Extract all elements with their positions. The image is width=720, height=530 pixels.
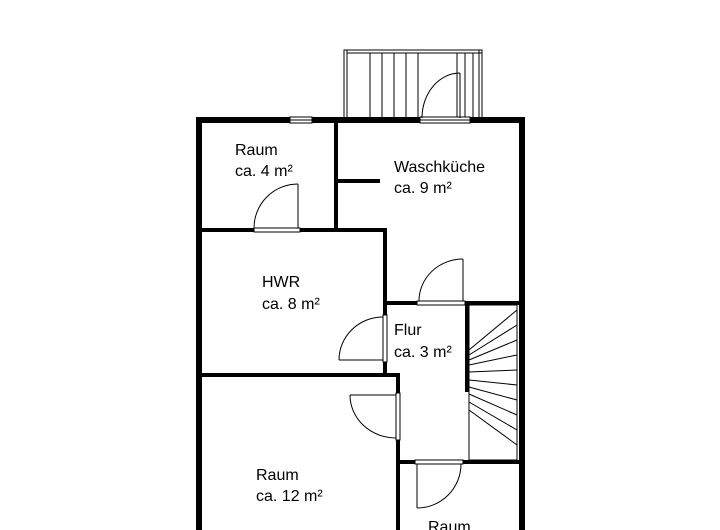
room-area-flur: ca. 3 m² (394, 344, 452, 361)
room-area-raum-large: ca. 12 m² (256, 488, 323, 505)
door-waschkueche (416, 258, 466, 306)
room-area-hwr: ca. 8 m² (262, 296, 320, 313)
room-name-raum-large: Raum (256, 467, 299, 484)
exterior-stairs (343, 49, 483, 119)
interior-stairs (468, 304, 518, 461)
door-balcony (421, 72, 461, 119)
room-name-raum-bottom: Raum (428, 519, 471, 530)
door-raum-bottom (414, 459, 464, 509)
windows (289, 116, 471, 124)
interior-walls (199, 118, 522, 530)
room-name-flur: Flur (394, 322, 422, 339)
room-area-waschkueche: ca. 9 m² (394, 180, 452, 197)
room-name-raum-small: Raum (235, 142, 278, 159)
room-name-waschkueche: Waschküche (394, 159, 485, 176)
room-area-raum-small: ca. 4 m² (235, 163, 293, 180)
door-raum-large (349, 392, 401, 441)
room-name-hwr: HWR (262, 274, 300, 291)
door-hwr (338, 314, 388, 363)
door-raum-small (253, 183, 301, 233)
